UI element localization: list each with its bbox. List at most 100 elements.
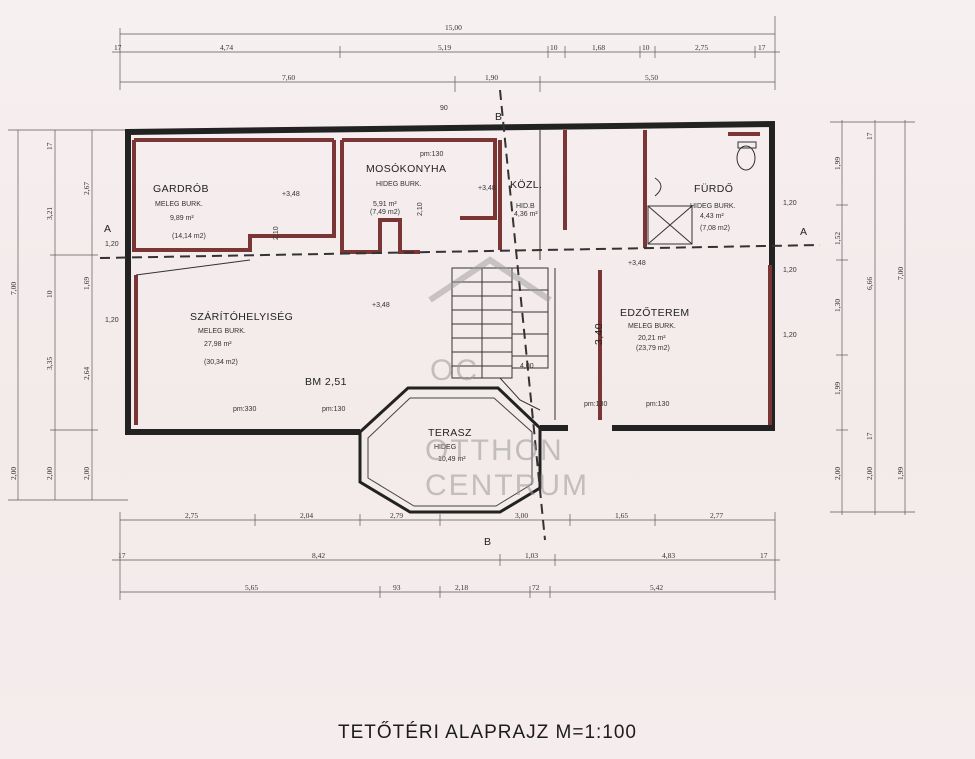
dim-right-2-00: 2,00 <box>833 467 842 480</box>
dim-5-19: 5,19 <box>438 43 451 52</box>
section-a-right: A <box>800 226 807 238</box>
level-gardrob: +3,48 <box>282 191 300 198</box>
dim-right-1-99-b: 1,99 <box>833 382 842 395</box>
room-gardrob-gross: (14,14 m2) <box>172 233 206 240</box>
dim-7-60: 7,60 <box>282 73 295 82</box>
dim-left-7-00: 7,00 <box>9 282 18 295</box>
dim-bottom-93: 93 <box>393 583 401 592</box>
dim-1-90: 1,90 <box>485 73 498 82</box>
room-mosokonyha-floor: HIDEG BURK. <box>376 181 422 188</box>
room-labels: GARDRÓB MELEG BURK. 9,89 m² (14,14 m2) M… <box>105 105 797 463</box>
dim-bottom-1-65: 1,65 <box>615 511 628 520</box>
window-width-right-3: 1,20 <box>783 332 797 339</box>
section-lines: A A B B <box>99 89 821 548</box>
room-szarito-area: 27,98 m² <box>204 341 232 348</box>
dim-4-74: 4,74 <box>220 43 233 52</box>
room-szarito-gross: (30,34 m2) <box>204 359 238 366</box>
room-furdo-name: FÜRDŐ <box>694 181 733 195</box>
room-furdo-floor: HIDEG BURK. <box>690 203 736 210</box>
window-width-left-2: 1,20 <box>105 317 119 324</box>
room-mosokonyha-area: 5,91 m² <box>373 201 397 208</box>
room-terasz-floor: HIDEG <box>434 444 456 451</box>
dim-bottom-2-75: 2,75 <box>185 511 198 520</box>
dim-left-2-00-c: 2,00 <box>82 467 91 480</box>
room-szarito-floor: MELEG BURK. <box>198 328 246 335</box>
dim-right-2-00-b: 2,00 <box>865 467 874 480</box>
dim-right-1-99: 1,99 <box>833 157 842 170</box>
room-terasz-name: TERASZ <box>428 427 472 439</box>
room-edzoterem-gross: (23,79 m2) <box>636 345 670 352</box>
dim-bottom-2-04: 2,04 <box>300 511 313 520</box>
window-width-right-2: 1,20 <box>783 267 797 274</box>
watermark-line2: CENTRUM <box>425 469 589 502</box>
bm-label: BM 2,51 <box>305 376 347 388</box>
dim-left-10: 10 <box>45 290 54 298</box>
dim-bottom-1-03: 1,03 <box>525 551 538 560</box>
door-height-mosokonyha: 2,10 <box>417 202 424 216</box>
dim-10-b: 10 <box>642 43 650 52</box>
room-terasz-area: 10,49 m² <box>438 456 466 463</box>
left-dimensions: 17 2,67 3,21 10 1,69 3,35 2,64 7,00 2,00… <box>8 129 128 501</box>
height-label: 3,40 <box>593 323 605 345</box>
room-edzoterem-floor: MELEG BURK. <box>628 323 676 330</box>
dim-right-17: 17 <box>865 132 874 140</box>
pm-edzoterem-left: pm:130 <box>584 401 607 408</box>
top-dimensions: 15,00 17 4,74 5,19 10 1,68 10 2,75 17 7,… <box>112 16 780 92</box>
dim-right-1-99-c: 1,99 <box>896 467 905 480</box>
dim-17-right: 17 <box>758 43 766 52</box>
dim-left-1-69: 1,69 <box>82 277 91 290</box>
dim-bottom-2-18: 2,18 <box>455 583 468 592</box>
pm-szarito-right: pm:130 <box>322 406 345 413</box>
watermark-logo: OC <box>430 354 479 387</box>
dim-left-3-21: 3,21 <box>45 207 54 220</box>
pm-edzoterem-right: pm:130 <box>646 401 669 408</box>
room-kozl-area: 4,36 m² <box>514 211 538 218</box>
pm-mosokonyha: pm:130 <box>420 151 443 158</box>
pm-szarito-left: pm:330 <box>233 406 256 413</box>
room-edzoterem-area: 20,21 m² <box>638 335 666 342</box>
dim-1-68: 1,68 <box>592 43 605 52</box>
level-mosokonyha: +3,48 <box>478 185 496 192</box>
dim-bottom-72: 72 <box>532 583 540 592</box>
section-b-top: B <box>495 111 502 123</box>
right-dimensions: 17 1,99 1,52 1,30 1,99 2,00 6,66 7,00 1,… <box>830 120 915 515</box>
dim-bottom-17-a: 17 <box>118 551 126 560</box>
section-b-bottom: B <box>484 536 491 548</box>
dim-17-left: 17 <box>114 43 122 52</box>
room-gardrob-name: GARDRÓB <box>153 182 209 195</box>
dim-right-7-00: 7,00 <box>896 267 905 280</box>
walls <box>125 120 775 435</box>
dim-left-2-64: 2,64 <box>82 367 91 380</box>
dim-bottom-5-65: 5,65 <box>245 583 258 592</box>
dim-bottom-4-83: 4,83 <box>662 551 675 560</box>
dim-right-1-30: 1,30 <box>833 299 842 312</box>
dim-right-17-b: 17 <box>865 432 874 440</box>
plan-title: TETŐTÉRI ALAPRAJZ M=1:100 <box>337 722 637 743</box>
room-szarito-name: SZÁRÍTÓHELYISÉG <box>190 310 293 323</box>
window-width-left: 1,20 <box>105 241 119 248</box>
room-edzoterem-name: EDZŐTEREM <box>620 305 690 319</box>
dim-bottom-2-77: 2,77 <box>710 511 723 520</box>
room-gardrob-floor: MELEG BURK. <box>155 201 203 208</box>
room-kozl-name: KÖZL. <box>510 179 542 191</box>
dim-total-width: 15,00 <box>445 23 462 32</box>
dim-10-a: 10 <box>550 43 558 52</box>
dim-left-2-00-a: 2,00 <box>9 467 18 480</box>
dim-right-6-66: 6,66 <box>865 277 874 290</box>
dim-right-1-52: 1,52 <box>833 232 842 245</box>
room-kozl-floor: HID.B <box>516 203 535 210</box>
dim-left-17: 17 <box>45 142 54 150</box>
dim-5-50: 5,50 <box>645 73 658 82</box>
dim-bottom-5-42: 5,42 <box>650 583 663 592</box>
door-width-top: 90 <box>440 105 448 112</box>
level-edzoterem: +3,48 <box>628 260 646 267</box>
dim-2-75: 2,75 <box>695 43 708 52</box>
room-mosokonyha-name: MOSÓKONYHA <box>366 162 446 175</box>
dim-left-2-00-b: 2,00 <box>45 467 54 480</box>
watermark-line1: OTTHON <box>425 434 564 467</box>
watermark: OC OTTHON CENTRUM <box>425 256 589 502</box>
dim-bottom-17-b: 17 <box>760 551 768 560</box>
window-width-right: 1,20 <box>783 200 797 207</box>
